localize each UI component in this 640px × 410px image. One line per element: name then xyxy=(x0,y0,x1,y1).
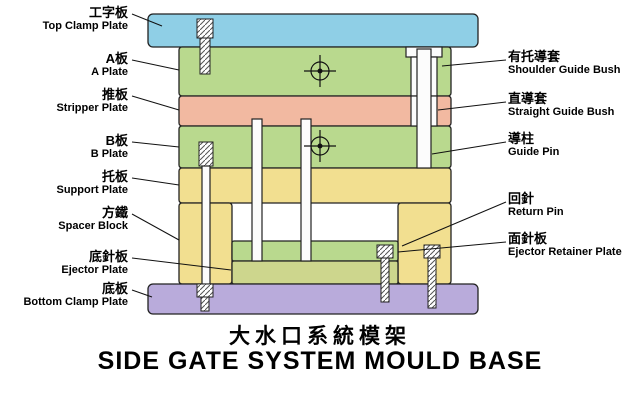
b-plate-shape xyxy=(178,125,452,169)
label-cn: 直導套 xyxy=(508,91,548,106)
left-bottom-screw-icon xyxy=(196,283,214,312)
label-en: Shoulder Guide Bush xyxy=(508,64,621,76)
label-en: Bottom Clamp Plate xyxy=(23,296,128,308)
label-straight-guide-bush: 直導套 Straight Guide Bush xyxy=(508,92,614,119)
label-en: Support Plate xyxy=(56,184,128,196)
label-en: Stripper Plate xyxy=(56,102,128,114)
label-cn: 面針板 xyxy=(508,231,548,246)
label-cn: 回針 xyxy=(508,191,535,206)
label-support-plate: 托板 Support Plate xyxy=(56,170,128,197)
label-cn: B板 xyxy=(105,133,128,148)
label-cn: 有托導套 xyxy=(508,49,561,64)
label-en: Return Pin xyxy=(508,206,564,218)
center-pin-shape xyxy=(300,118,312,262)
bottom-clamp-plate-shape xyxy=(147,283,479,315)
return-pin-shape xyxy=(251,118,263,262)
label-stripper-plate: 推板 Stripper Plate xyxy=(56,88,128,115)
label-en: Top Clamp Plate xyxy=(42,20,128,32)
label-en: B Plate xyxy=(90,148,128,160)
ejector-plate-shape xyxy=(231,260,399,285)
label-cn: A板 xyxy=(105,51,128,66)
leader-lines-left xyxy=(131,13,232,298)
label-en: Straight Guide Bush xyxy=(508,106,615,118)
label-cn: 底針板 xyxy=(88,249,128,264)
support-plate-shape xyxy=(178,167,452,204)
label-bottom-clamp-plate: 底板 Bottom Clamp Plate xyxy=(23,282,128,309)
label-en: Ejector Plate xyxy=(61,264,128,276)
label-cn: 方鐵 xyxy=(101,205,128,220)
label-return-pin: 回針 Return Pin xyxy=(508,192,564,219)
label-cn: 工字板 xyxy=(88,5,128,20)
label-b-plate: B板 B Plate xyxy=(91,134,128,161)
stripper-plate-shape xyxy=(178,95,452,127)
page-title-chinese: 大水口系統模架 xyxy=(229,325,411,348)
label-ejector-retainer-plate: 面針板 Ejector Retainer Plate xyxy=(508,232,622,259)
label-cn: 托板 xyxy=(101,169,128,184)
label-spacer-block: 方鐵 Spacer Block xyxy=(58,206,128,233)
spacer-block-right-shape xyxy=(397,202,452,285)
ejector-screw-icon xyxy=(376,244,394,303)
leader-lines-right xyxy=(397,59,507,253)
page-title-english: SIDE GATE SYSTEM MOULD BASE xyxy=(97,347,543,375)
label-cn: 導柱 xyxy=(508,131,535,146)
label-shoulder-guide-bush: 有托導套 Shoulder Guide Bush xyxy=(508,50,620,77)
label-en: Spacer Block xyxy=(58,220,128,232)
label-guide-pin: 導柱 Guide Pin xyxy=(508,132,559,159)
label-cn: 底板 xyxy=(101,281,128,296)
top-screw-icon xyxy=(196,18,214,75)
label-en: Ejector Retainer Plate xyxy=(508,246,622,258)
label-a-plate: A板 A Plate xyxy=(91,52,128,79)
label-ejector-plate: 底針板 Ejector Plate xyxy=(61,250,128,277)
guide-pin-shape xyxy=(416,48,432,169)
label-top-clamp-plate: 工字板 Top Clamp Plate xyxy=(43,6,128,33)
screw-hole-icon xyxy=(304,130,336,162)
label-cn: 推板 xyxy=(101,87,128,102)
label-en: A Plate xyxy=(91,66,128,78)
screw-hole-icon xyxy=(304,55,336,87)
support-screw-icon xyxy=(198,141,214,285)
label-en: Guide Pin xyxy=(508,146,560,158)
